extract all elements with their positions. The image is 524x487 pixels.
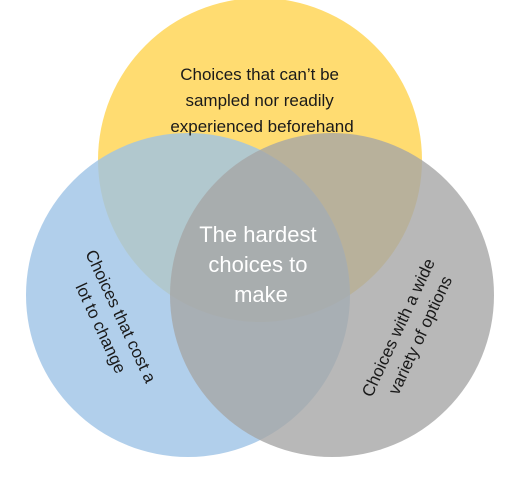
top-label-line-1: Choices that can’t be xyxy=(180,65,339,84)
center-label-line-3: make xyxy=(234,282,288,307)
center-label: The hardest choices to make xyxy=(199,222,323,307)
top-label-line-3: experienced beforehand xyxy=(170,117,353,136)
center-label-line-2: choices to xyxy=(208,252,307,277)
top-circle-label: Choices that can’t be sampled nor readil… xyxy=(170,65,353,136)
circle-right xyxy=(170,133,494,457)
center-label-line-1: The hardest xyxy=(199,222,316,247)
top-label-line-2: sampled nor readily xyxy=(185,91,334,110)
